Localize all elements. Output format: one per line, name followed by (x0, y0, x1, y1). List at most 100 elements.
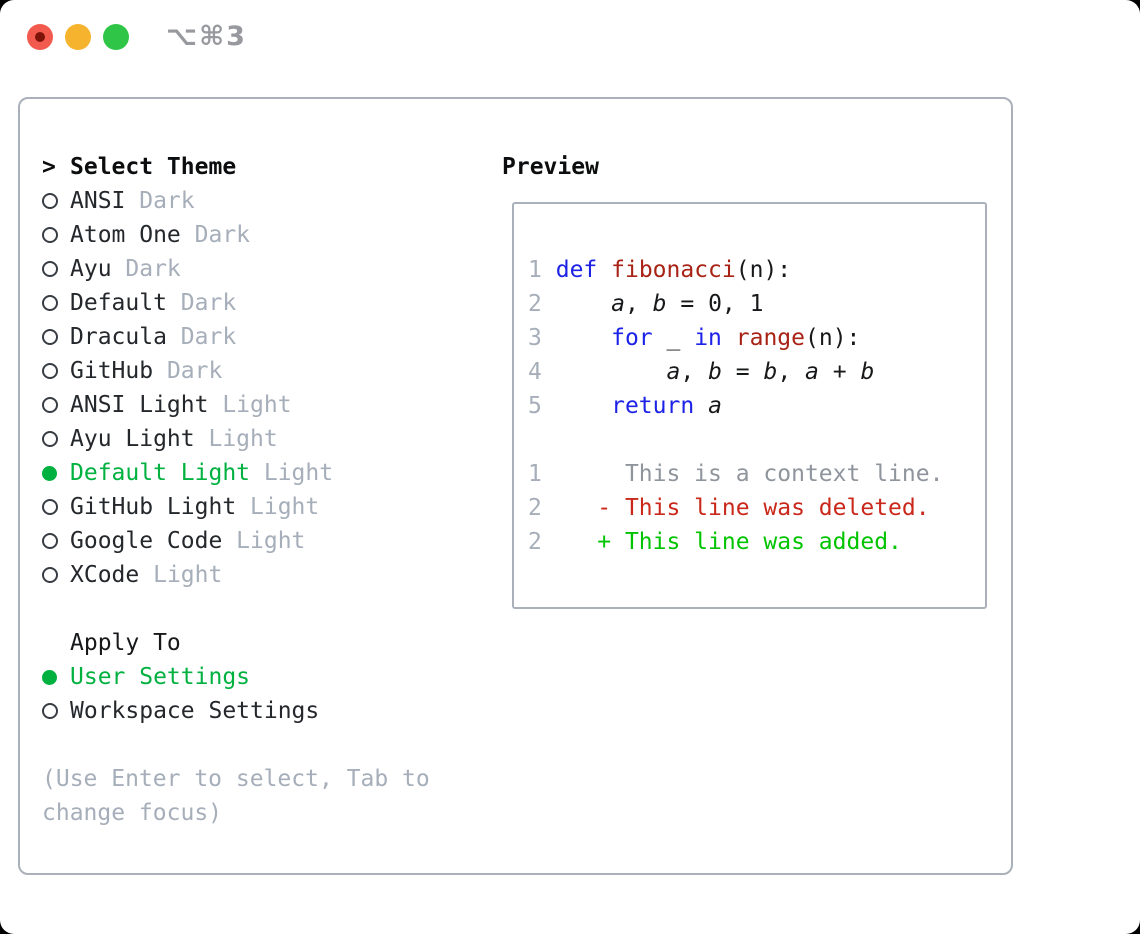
marker-cell (42, 363, 70, 379)
theme-option[interactable]: GitHub Light Light (42, 490, 430, 524)
theme-option[interactable]: Atom One Dark (42, 218, 430, 252)
apply-to-options: User Settings Workspace Settings (42, 660, 430, 728)
marker-cell (42, 703, 70, 719)
radio-icon (42, 465, 57, 481)
code-token (556, 359, 667, 385)
hint-line-1: (Use Enter to select, Tab to (42, 766, 430, 792)
theme-variant: Dark (139, 188, 195, 214)
theme-name: GitHub Light (70, 494, 237, 520)
record-dot-icon (35, 32, 45, 42)
code-token: a (611, 291, 625, 317)
theme-option[interactable]: Dracula Dark (42, 320, 430, 354)
theme-column: > Select Theme ANSI Dark Atom One Dark A… (42, 150, 430, 830)
code-token (694, 393, 708, 419)
marker-cell (42, 227, 70, 243)
radio-icon (42, 567, 58, 583)
code-token: b (652, 291, 667, 317)
theme-name: ANSI (70, 188, 126, 214)
code-token (556, 325, 611, 351)
theme-variant: Light (153, 562, 223, 588)
hint-text: (Use Enter to select, Tab to change focu… (42, 762, 430, 830)
theme-name: GitHub (70, 358, 154, 384)
theme-option[interactable]: ANSI Light Light (42, 388, 430, 422)
marker-cell (42, 261, 70, 277)
code-token: range (735, 325, 806, 351)
code-token: b (708, 359, 722, 385)
code-token: , (624, 291, 653, 317)
theme-variant: Dark (166, 358, 223, 384)
theme-variant: Light (263, 460, 334, 486)
code-token (597, 257, 611, 283)
theme-variant: Light (236, 528, 306, 554)
code-token: , (680, 359, 709, 385)
theme-name: Ayu (70, 256, 112, 282)
theme-variant: Light (222, 392, 292, 418)
line-number: 2 (528, 291, 542, 317)
marker-cell (42, 465, 70, 481)
preview-box: 1 def fibonacci(n): 2 a, b = 0, 1 3 for … (512, 202, 987, 609)
marker-cell (42, 329, 70, 345)
radio-icon (42, 295, 58, 311)
radio-icon (42, 703, 58, 719)
code-token: a (708, 393, 722, 419)
marker-cell (42, 533, 70, 549)
prompt-caret-icon: > (42, 154, 56, 180)
code-token: _ (652, 325, 695, 351)
code-token: for (611, 325, 653, 351)
code-token (556, 291, 611, 317)
theme-name: Ayu Light (70, 426, 195, 452)
marker-cell (42, 431, 70, 447)
minimize-button[interactable] (65, 24, 91, 50)
radio-icon (42, 329, 58, 345)
radio-icon (42, 261, 58, 277)
theme-option[interactable]: GitHub Dark (42, 354, 430, 388)
code-token: fibonacci (611, 257, 736, 283)
theme-option[interactable]: XCode Light (42, 558, 430, 592)
diff-line: + This line was added. (597, 529, 902, 555)
code-token (556, 393, 611, 419)
marker-cell (42, 397, 70, 413)
code-token: , (777, 359, 806, 385)
code-token (722, 325, 736, 351)
line-number: 5 (528, 393, 542, 419)
theme-variant: Light (250, 494, 320, 520)
theme-option[interactable]: Default Dark (42, 286, 430, 320)
titlebar: ⌥⌘3 (0, 0, 1140, 74)
diff-line: This is a context line. (597, 461, 944, 487)
apply-to-option[interactable]: User Settings (42, 660, 430, 694)
apply-to-option[interactable]: Workspace Settings (42, 694, 430, 728)
theme-name: Dracula (70, 324, 167, 350)
zoom-button[interactable] (103, 24, 129, 50)
theme-name: XCode (70, 562, 140, 588)
select-theme-header: > Select Theme (42, 150, 430, 184)
theme-option[interactable]: ANSI Dark (42, 184, 430, 218)
theme-name: ANSI Light (70, 392, 209, 418)
marker-cell (42, 669, 70, 685)
code-token: = 0, 1 (666, 291, 764, 317)
code-token: b (860, 359, 875, 385)
theme-option[interactable]: Ayu Light Light (42, 422, 430, 456)
code-token: a (805, 359, 819, 385)
theme-variant: Light (208, 426, 278, 452)
theme-option[interactable]: Default Light Light (42, 456, 430, 490)
spacer (42, 592, 430, 626)
apply-to-label: Apply To (70, 630, 181, 656)
code-token: return (611, 393, 695, 419)
code-token: = (721, 359, 764, 385)
code-token: def (555, 257, 598, 283)
theme-name: Atom One (70, 222, 181, 248)
code-token: b (763, 359, 778, 385)
radio-icon (42, 431, 58, 447)
theme-variant: Dark (180, 324, 237, 350)
apply-to-header: Apply To (42, 626, 430, 660)
theme-variant: Dark (125, 256, 181, 282)
code-preview: 1 def fibonacci(n): 2 a, b = 0, 1 3 for … (514, 204, 985, 559)
spacer (42, 728, 430, 762)
theme-option[interactable]: Ayu Dark (42, 252, 430, 286)
radio-icon (42, 397, 58, 413)
close-button[interactable] (27, 24, 53, 50)
theme-option[interactable]: Google Code Light (42, 524, 430, 558)
select-theme-label: Select Theme (70, 154, 237, 180)
theme-name: Default (70, 290, 167, 316)
